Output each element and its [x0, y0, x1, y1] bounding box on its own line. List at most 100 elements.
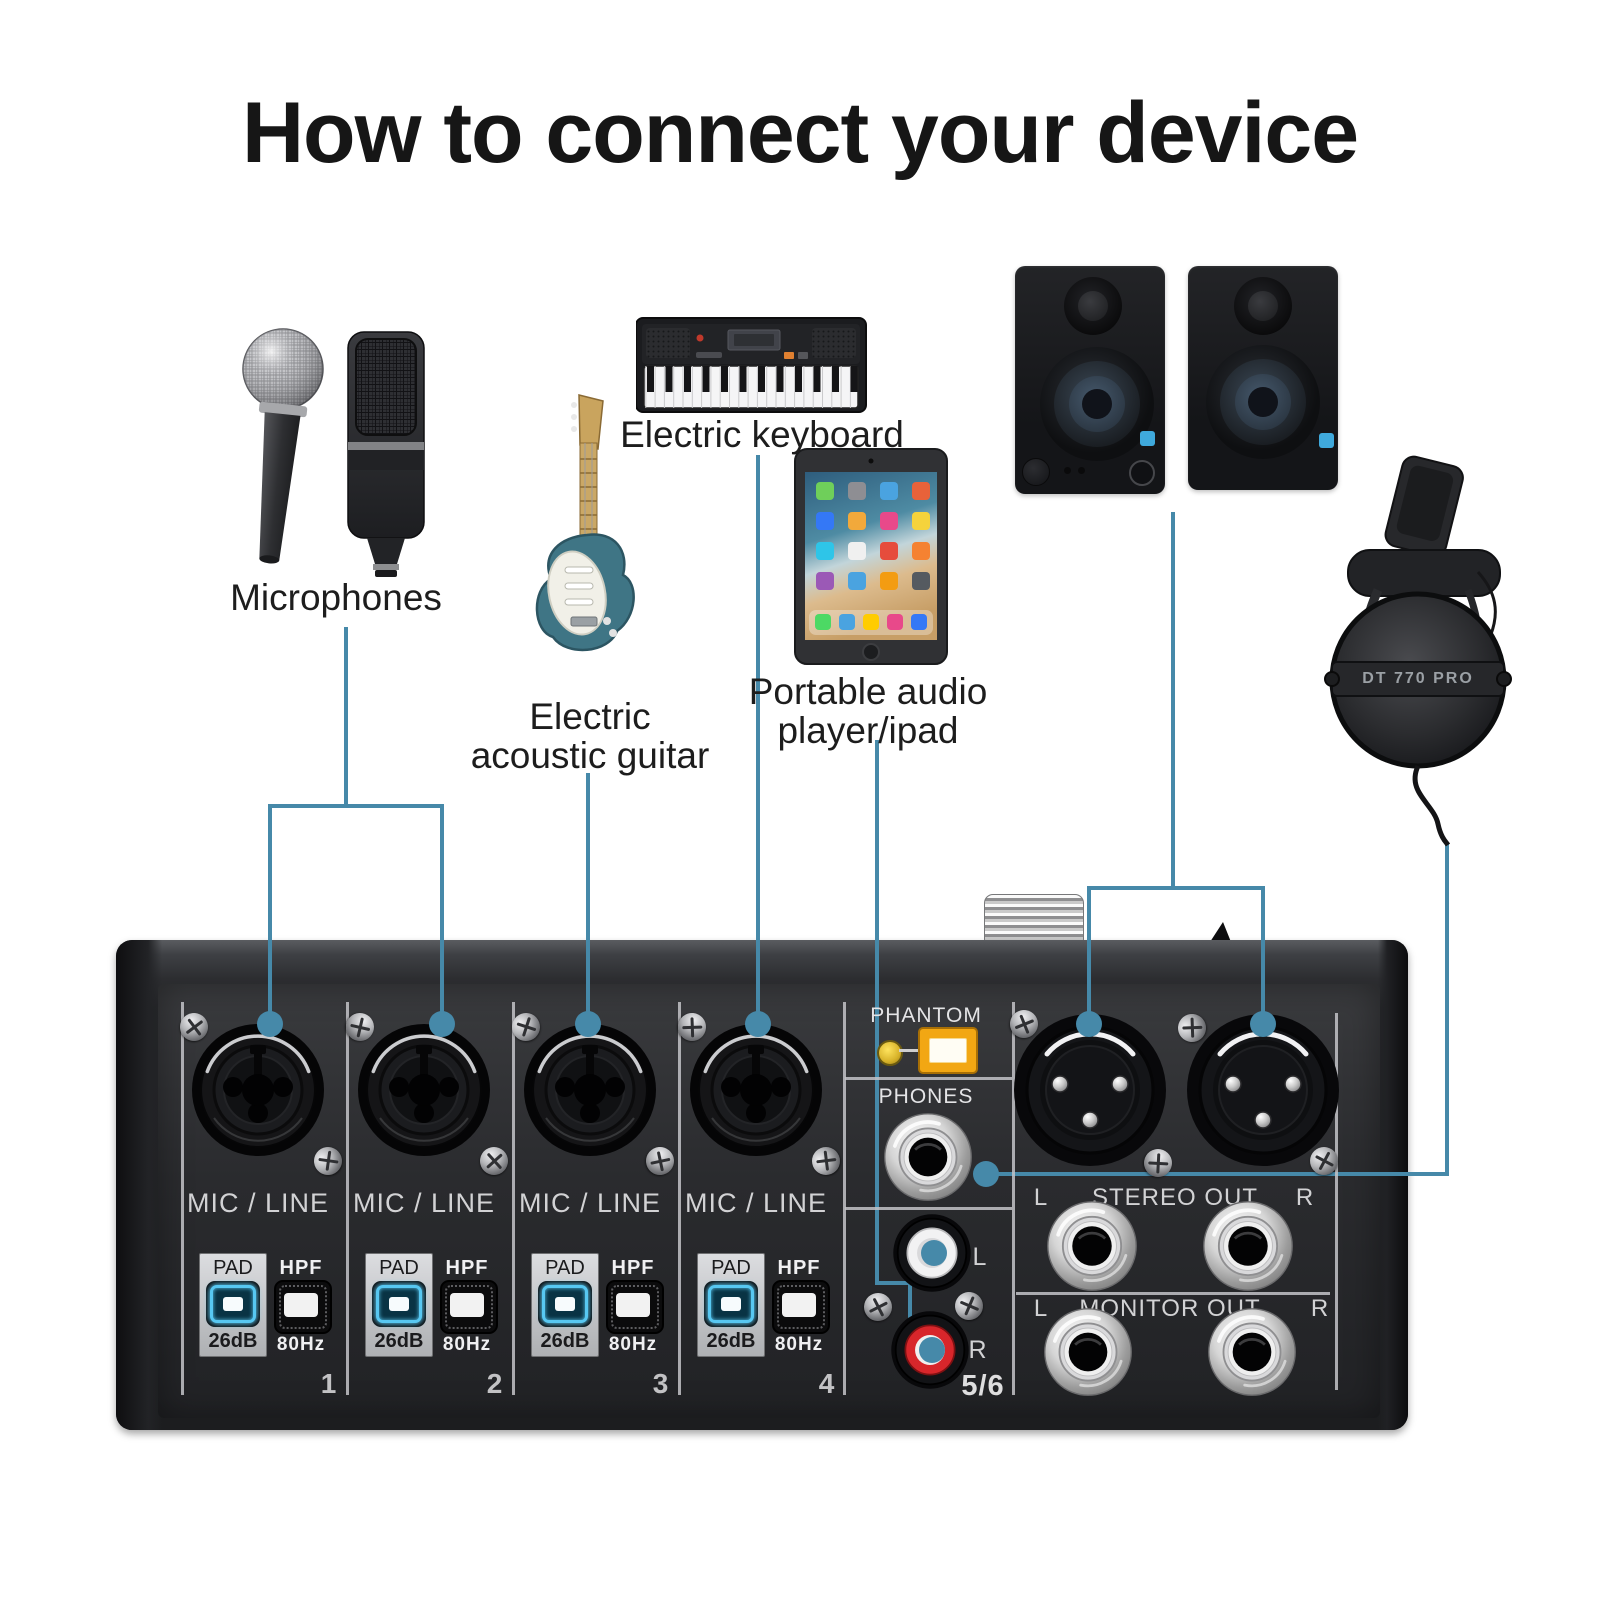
hpf-button-window	[284, 1293, 318, 1317]
channel-strip-3: MIC / LINE PAD 26dB HPF 80Hz 3	[500, 1000, 680, 1430]
mixer-right-edge	[1378, 940, 1408, 1430]
hpf-ring	[611, 1285, 659, 1329]
hpf-label: HPF	[777, 1257, 821, 1279]
channel-number-3: 3	[652, 1368, 670, 1399]
pad-value: 26dB	[540, 1330, 590, 1352]
phones-label: PHONES	[878, 1085, 974, 1108]
connector-line-player-stem	[875, 740, 879, 1285]
hpf-value: 80Hz	[442, 1334, 492, 1355]
connector-line-speakers-bar	[1087, 886, 1265, 890]
channel-strip-1: MIC / LINE PAD 26dB HPF 80Hz 1	[168, 1000, 348, 1430]
hpf-button-window	[782, 1293, 816, 1317]
connection-dot-channel1	[257, 1011, 283, 1037]
pad-label: PAD	[379, 1257, 419, 1279]
phantom-led-link	[899, 1049, 921, 1052]
connector-line-headphones-stem	[1445, 843, 1449, 1176]
connection-dot-channel3	[575, 1011, 601, 1037]
hpf-label: HPF	[611, 1257, 655, 1279]
pad-button	[704, 1281, 758, 1327]
hpf-button-window	[616, 1293, 650, 1317]
hpf-button-3	[606, 1280, 664, 1334]
left-speaker-port-icon	[1078, 467, 1085, 474]
connector-line-guitar	[586, 773, 590, 1024]
left-speaker-volume-knob	[1022, 458, 1050, 486]
connector-line-xlr-left	[1087, 888, 1091, 1024]
monitor-out-left-label: L	[1033, 1295, 1049, 1322]
pad-glow-ring	[210, 1285, 256, 1323]
connection-dot-channel4	[745, 1011, 771, 1037]
headphones-model-badge: DT 770 PRO	[1362, 670, 1474, 687]
connector-line-headphones-bar	[986, 1172, 1447, 1176]
guitar-label-line2: acoustic guitar	[470, 735, 710, 777]
mic-line-label-2: MIC / LINE	[352, 1188, 496, 1218]
connection-dot-xlr-left	[1076, 1011, 1102, 1037]
connection-dot-channel2	[429, 1011, 455, 1037]
hpf-button-4	[772, 1280, 830, 1334]
left-speaker-port-icon	[1064, 467, 1071, 474]
rca-right-label: R	[968, 1336, 988, 1364]
pad-button-window	[223, 1297, 243, 1311]
panel-divider	[845, 1077, 1012, 1080]
panel-divider	[1016, 1292, 1330, 1295]
pad-glow-ring	[376, 1285, 422, 1323]
phones-jack	[882, 1111, 974, 1203]
channel-number-4: 4	[818, 1368, 836, 1399]
channel-number-2: 2	[486, 1368, 504, 1399]
panel-divider	[845, 1207, 1012, 1210]
player-label-line1: Portable audio	[748, 671, 988, 712]
mic-line-combo-jack-4	[686, 1020, 826, 1160]
pad-label: PAD	[545, 1257, 585, 1279]
guitar-label-line1: Electric	[529, 696, 651, 737]
electric-acoustic-guitar-image	[535, 394, 635, 652]
rca-left-label: L	[972, 1243, 988, 1271]
stereo-out-jack-right	[1201, 1199, 1295, 1293]
pad-button-window	[555, 1297, 575, 1311]
hpf-button-1	[274, 1280, 332, 1334]
guitar-label: Electric acoustic guitar	[440, 696, 740, 777]
pad-button	[372, 1281, 426, 1327]
phantom-label: PHANTOM	[870, 1004, 982, 1027]
microphones-label: Microphones	[230, 577, 442, 618]
right-speaker-image	[1188, 266, 1338, 490]
jack-thread-connector	[984, 894, 1084, 948]
channel-strip-2: MIC / LINE PAD 26dB HPF 80Hz 2	[334, 1000, 514, 1430]
pad-switch-3: PAD 26dB	[531, 1253, 599, 1357]
headphones-image	[1324, 455, 1512, 847]
connection-dot-rca-right	[919, 1337, 945, 1363]
connector-line-mic1	[268, 806, 272, 1024]
left-speaker-logo-badge	[1140, 431, 1155, 446]
pad-label: PAD	[213, 1257, 253, 1279]
hpf-value: 80Hz	[608, 1334, 658, 1355]
connector-line-microphones-stem	[344, 627, 348, 806]
hpf-button-2	[440, 1280, 498, 1334]
left-speaker-image	[1015, 266, 1165, 494]
channel-strip-4: MIC / LINE PAD 26dB HPF 80Hz 4	[666, 1000, 846, 1430]
stereo-out-jack-left	[1045, 1199, 1139, 1293]
aux-channel-number: 5/6	[961, 1370, 1005, 1402]
right-speaker-logo-badge	[1319, 433, 1334, 448]
electric-keyboard-label: Electric keyboard	[620, 414, 904, 455]
mic-line-combo-jack-3	[520, 1020, 660, 1160]
pad-button-window	[389, 1297, 409, 1311]
right-speaker-tweeter-dome	[1248, 291, 1278, 321]
connection-dot-phones	[973, 1161, 999, 1187]
connector-line-player-elbow	[875, 1281, 912, 1285]
hpf-button-window	[450, 1293, 484, 1317]
mixer-left-edge	[116, 940, 162, 1430]
mic-line-combo-jack-2	[354, 1020, 494, 1160]
panel-divider	[1012, 1002, 1015, 1395]
monitor-out-jack-left	[1042, 1306, 1134, 1398]
right-speaker-dustcap	[1248, 387, 1278, 417]
pad-value: 26dB	[374, 1330, 424, 1352]
monitor-out-jack-right	[1206, 1306, 1298, 1398]
hpf-label: HPF	[445, 1257, 489, 1279]
pad-label: PAD	[711, 1257, 751, 1279]
pad-button	[206, 1281, 260, 1327]
phantom-power-button	[918, 1027, 978, 1074]
pad-switch-4: PAD 26dB	[697, 1253, 765, 1357]
panel-divider	[181, 1002, 184, 1395]
phantom-led-icon	[877, 1040, 903, 1066]
connector-line-xlr-right	[1261, 888, 1265, 1024]
microphones-image	[242, 328, 425, 577]
